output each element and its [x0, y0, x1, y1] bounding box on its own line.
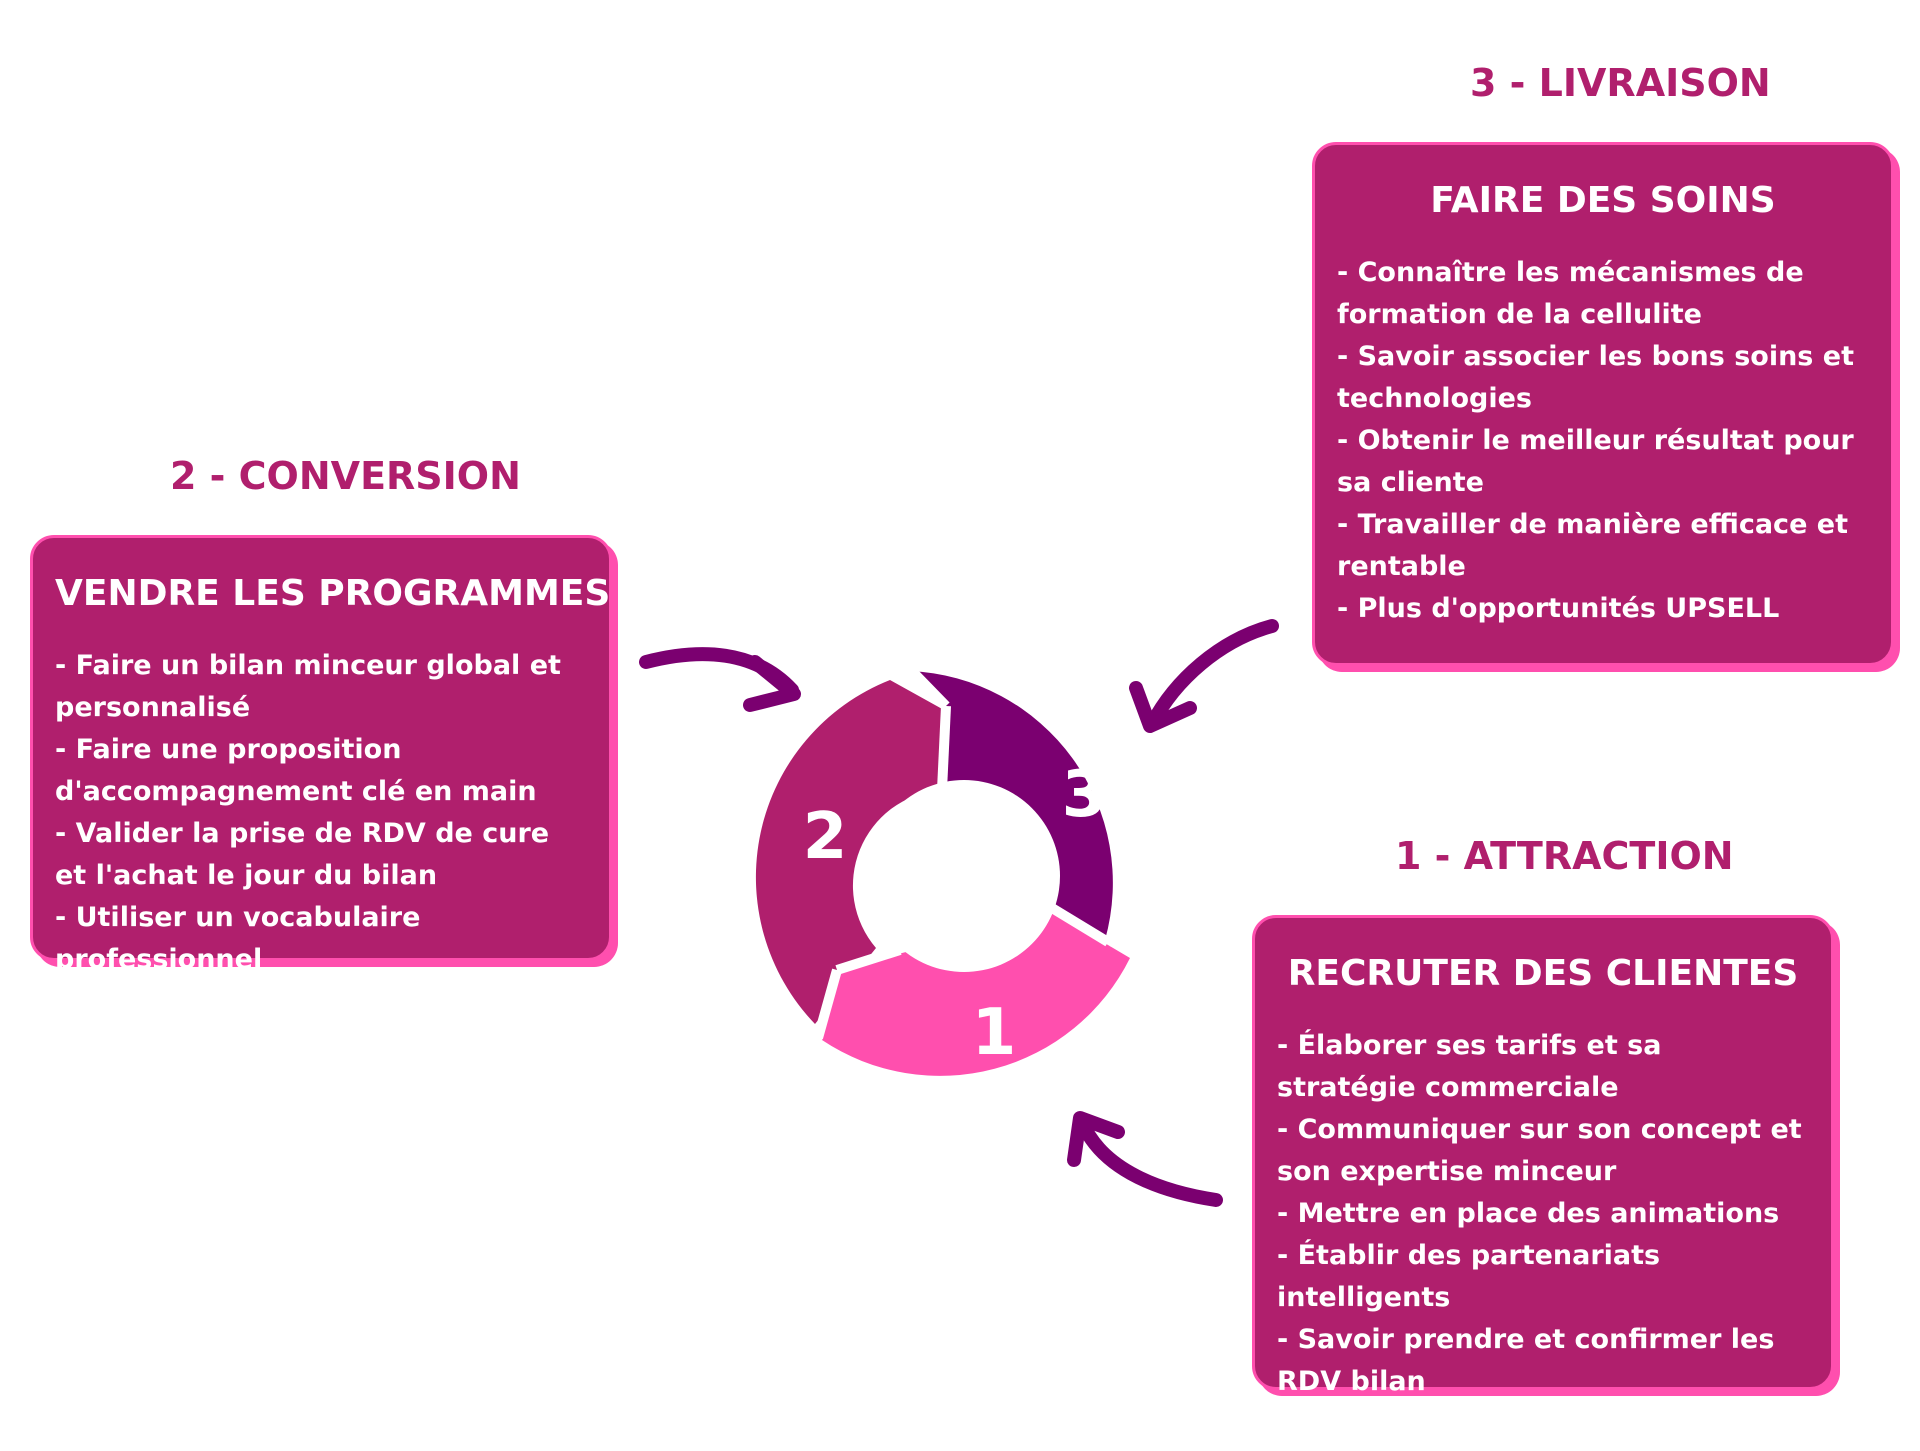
cycle-segment-2 [755, 680, 944, 1024]
list-item: - Faire une proposition d'accompagnement… [55, 734, 537, 808]
list-item: - Utiliser un vocabulaire professionnel [55, 902, 421, 976]
segment-gap [906, 665, 950, 710]
phase-title-attraction: 1 - ATTRACTION [1395, 834, 1734, 878]
curved-arrow-icon [1067, 1111, 1223, 1207]
segment-gap [1105, 925, 1137, 947]
list-item: - Établir des partenariats intelligents [1277, 1240, 1661, 1314]
segment-gap [1049, 903, 1111, 947]
phase-title-livraison: 3 - LIVRAISON [1470, 61, 1771, 105]
cycle-segment-3 [910, 671, 1113, 940]
list-item: - Faire un bilan minceur global et perso… [55, 650, 561, 724]
list-item: - Obtenir le meilleur résultat pour sa c… [1337, 425, 1854, 499]
box-conversion: VENDRE LES PROGRAMMES - Faire un bilan m… [30, 535, 612, 975]
segment-gap [835, 945, 902, 975]
list-item: - Communiquer sur son concept et son exp… [1277, 1114, 1802, 1188]
segment-label-1: 1 [972, 996, 1017, 1070]
phase-title-conversion: 2 - CONVERSION [170, 454, 521, 498]
segment-gap [813, 968, 842, 1040]
segment-label-2: 2 [803, 800, 848, 874]
list-item: - Savoir prendre et confirmer les RDV bi… [1277, 1324, 1775, 1398]
box-title-conversion: VENDRE LES PROGRAMMES [55, 573, 611, 614]
box-title-attraction: RECRUTER DES CLIENTES [1287, 953, 1799, 994]
list-livraison: - Connaître les mécanismes de formation … [1337, 252, 1869, 630]
list-item: - Connaître les mécanismes de formation … [1337, 257, 1804, 331]
list-conversion: - Faire un bilan minceur global et perso… [55, 645, 587, 981]
curved-arrow-icon [639, 647, 801, 712]
cycle-segment-1 [822, 912, 1130, 1076]
box-title-livraison: FAIRE DES SOINS [1430, 180, 1776, 221]
list-item: - Savoir associer les bons soins et tech… [1337, 341, 1854, 415]
list-attraction: - Élaborer ses tarifs et sa stratégie co… [1277, 1025, 1809, 1403]
segment-label-3: 3 [1062, 758, 1107, 832]
box-attraction: RECRUTER DES CLIENTES - Élaborer ses tar… [1252, 915, 1834, 1397]
box-livraison: FAIRE DES SOINS - Connaître les mécanism… [1312, 142, 1894, 666]
list-item: - Plus d'opportunités UPSELL [1337, 593, 1780, 625]
cycle-center [868, 780, 1060, 972]
list-item: - Mettre en place des animations [1277, 1198, 1780, 1230]
list-item: - Élaborer ses tarifs et sa stratégie co… [1277, 1030, 1662, 1104]
curved-arrow-icon [1129, 619, 1279, 733]
list-item: - Valider la prise de RDV de cure et l'a… [55, 818, 550, 892]
list-item: - Travailler de manière efficace et rent… [1337, 509, 1848, 583]
segment-gap [937, 705, 951, 791]
